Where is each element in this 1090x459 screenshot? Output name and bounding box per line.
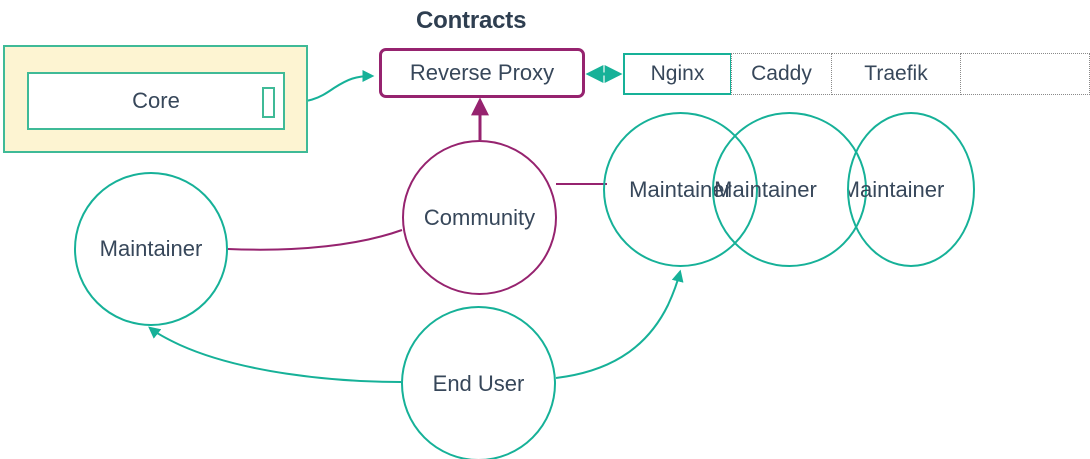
circle-label-maintainer-3: Maintainer (847, 176, 945, 202)
proxy-options-table: Nginx Caddy Traefik (623, 53, 1090, 95)
circle-node-maintainer-left[interactable]: Maintainer (74, 172, 228, 326)
circle-label-maintainer-2: Maintainer (714, 176, 817, 202)
core-cluster[interactable]: Core (3, 45, 308, 153)
option-cell-empty[interactable] (960, 53, 1090, 95)
option-cell-caddy[interactable]: Caddy (731, 53, 832, 95)
option-label-caddy: Caddy (751, 62, 812, 85)
edge-community-to-maintainer-left (227, 229, 403, 251)
edge-end-user-to-maintainer-left (148, 326, 402, 383)
circle-node-community[interactable]: Community (402, 140, 557, 295)
core-node-label: Core (132, 88, 180, 113)
section-title-contracts: Contracts (416, 7, 527, 34)
option-cell-traefik[interactable]: Traefik (831, 53, 961, 95)
reverse-proxy-node[interactable]: Reverse Proxy (379, 48, 585, 98)
circle-node-maintainer-2[interactable]: Maintainer (712, 112, 867, 267)
reverse-proxy-label: Reverse Proxy (409, 60, 555, 85)
circle-node-end-user[interactable]: End User (401, 306, 556, 459)
option-label-traefik: Traefik (864, 62, 928, 85)
circle-node-maintainer-3[interactable]: Maintainer (847, 112, 975, 267)
circle-label-community: Community (423, 204, 536, 230)
circle-label-end-user: End User (432, 370, 525, 396)
core-node[interactable]: Core (27, 72, 285, 130)
option-label-nginx: Nginx (650, 62, 705, 85)
core-port-handle[interactable] (262, 87, 275, 118)
edge-end-user-to-maintainer-right (555, 269, 684, 379)
option-cell-nginx[interactable]: Nginx (623, 53, 732, 95)
circle-label-maintainer-left: Maintainer (99, 236, 203, 261)
